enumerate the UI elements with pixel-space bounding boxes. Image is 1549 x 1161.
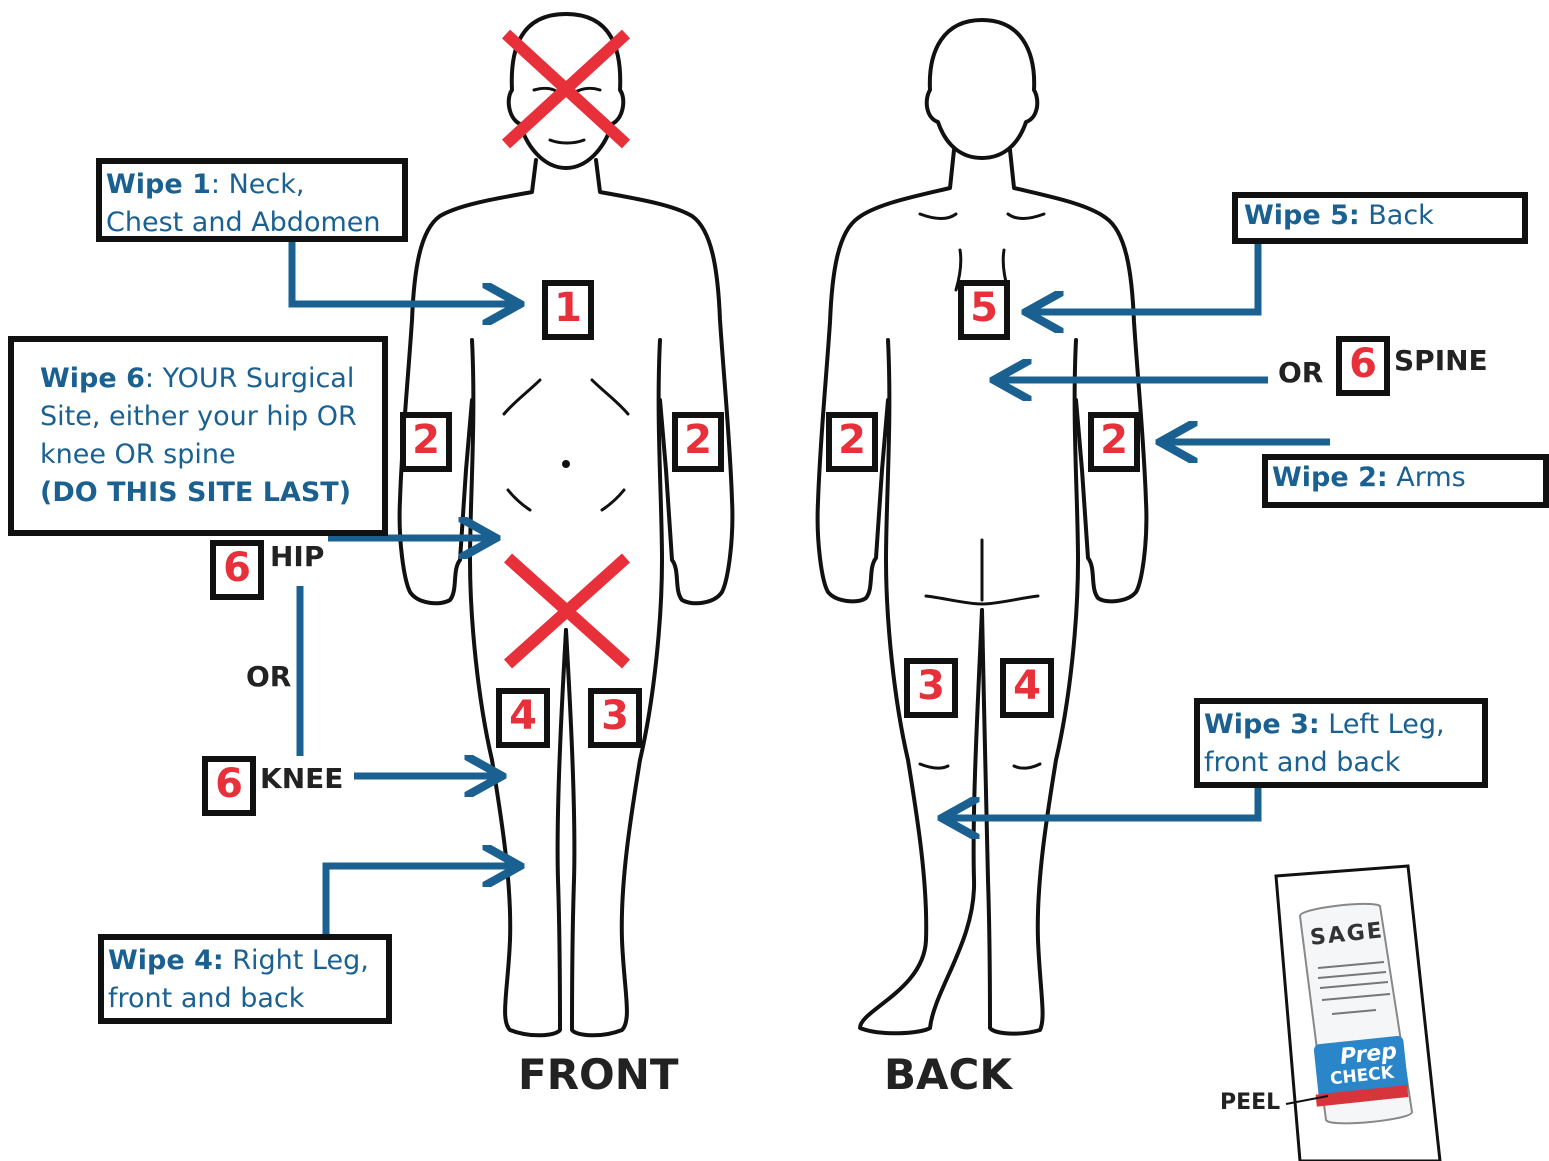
wipe6-line1: Wipe 6: YOUR Surgical	[40, 360, 382, 398]
marker-front-leg-right: 4	[496, 688, 550, 748]
wipe3-text-line1: Left Leg,	[1320, 709, 1445, 740]
wipe6-text-line3: knee OR spine	[40, 436, 382, 474]
wipe3-label: Wipe 3:	[1204, 709, 1320, 740]
wipe6-box: Wipe 6: YOUR Surgical Site, either your …	[8, 336, 388, 536]
knee-label: KNEE	[260, 762, 343, 795]
wipe4-box: Wipe 4: Right Leg, front and back	[98, 934, 392, 1024]
marker-front-arm-left: 2	[400, 412, 452, 472]
spine-label: SPINE	[1394, 344, 1488, 377]
marker-back-arm-left: 2	[826, 412, 878, 472]
wipe6-emphasis: (DO THIS SITE LAST)	[40, 474, 382, 512]
no-wipe-face-cross	[506, 34, 626, 144]
wipe2-label: Wipe 2:	[1272, 462, 1388, 493]
wipe4-arrow	[326, 866, 516, 938]
wipe1-label: Wipe 1	[106, 169, 211, 200]
wipe1-box: Wipe 1: Neck, Chest and Abdomen	[96, 158, 408, 242]
marker-front-leg-left: 3	[588, 688, 642, 748]
marker-front-arm-right: 2	[672, 412, 724, 472]
marker-site6-spine: 6	[1336, 336, 1390, 396]
wipe6-text-line2: Site, either your hip OR	[40, 398, 382, 436]
wipe3-arrow	[946, 788, 1258, 818]
marker-back-leg-left: 3	[904, 658, 958, 718]
front-view-title: FRONT	[518, 1050, 679, 1099]
wipe3-line1: Wipe 3: Left Leg,	[1204, 706, 1482, 744]
wipe5-text: Back	[1360, 200, 1434, 231]
wipe1-line1: Wipe 1: Neck,	[106, 166, 402, 204]
back-view-title: BACK	[884, 1050, 1012, 1099]
wipe6-text-line1: YOUR Surgical	[163, 363, 355, 394]
cloth-package	[1276, 866, 1440, 1161]
marker-back-arm-right: 2	[1088, 412, 1140, 472]
wipe3-text-line2: front and back	[1204, 744, 1482, 782]
peel-label: PEEL	[1220, 1090, 1280, 1115]
spine-or-label: OR	[1278, 356, 1323, 389]
marker-front-chest: 1	[542, 280, 594, 340]
wipe2-text: Arms	[1388, 462, 1466, 493]
wipe5-label: Wipe 5:	[1244, 200, 1360, 231]
wipe1-text-line2: Chest and Abdomen	[106, 204, 402, 242]
wipe5-box: Wipe 5: Back	[1232, 192, 1528, 244]
marker-site6-hip: 6	[210, 540, 264, 600]
back-body-outline	[818, 20, 1147, 1034]
marker-site6-knee: 6	[202, 756, 256, 816]
hip-knee-or-label: OR	[246, 660, 291, 693]
wipe4-label: Wipe 4:	[108, 945, 224, 976]
marker-back-back: 5	[958, 280, 1010, 340]
wipe1-sep: :	[211, 169, 229, 200]
wipe2-box: Wipe 2: Arms	[1262, 454, 1549, 508]
wipe4-text-line2: front and back	[108, 980, 386, 1018]
hip-label: HIP	[270, 540, 324, 573]
wipe3-box: Wipe 3: Left Leg, front and back	[1194, 698, 1488, 788]
wipe6-sep: :	[145, 363, 163, 394]
wipe5-arrow	[1030, 244, 1258, 312]
wipe4-line1: Wipe 4: Right Leg,	[108, 942, 386, 980]
front-body-outline	[400, 14, 733, 1035]
marker-back-leg-right: 4	[1000, 658, 1054, 718]
wipe1-text-line1: Neck,	[229, 169, 305, 200]
navel-dot	[562, 460, 570, 468]
wipe4-text-line1: Right Leg,	[224, 945, 369, 976]
wipe1-arrow	[292, 238, 516, 304]
wipe6-label: Wipe 6	[40, 363, 145, 394]
